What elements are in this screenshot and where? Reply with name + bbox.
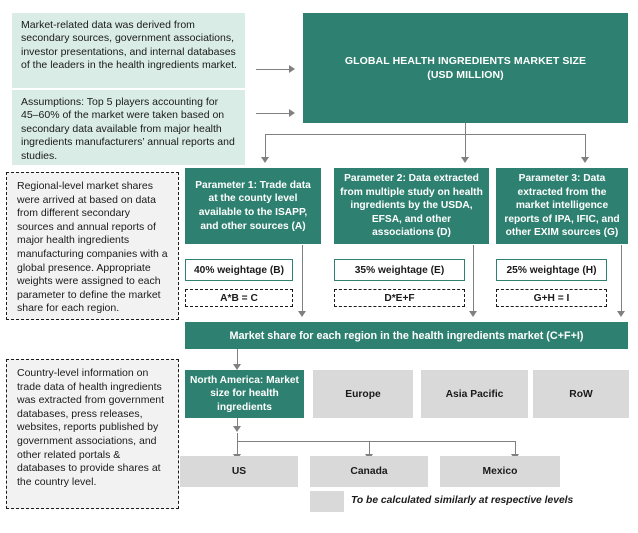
- parameter-3-formula: G+H = I: [496, 289, 607, 307]
- global-market-size-box: GLOBAL HEALTH INGREDIENTS MARKET SIZE (U…: [303, 13, 628, 123]
- region-north-america: North America: Market size for health in…: [185, 370, 304, 418]
- connector-title-stem: [465, 123, 467, 135]
- connector-na-stem-a: [237, 418, 239, 428]
- arrowhead-na-stem: [233, 426, 241, 432]
- connector-title-drop-1: [265, 134, 267, 158]
- arrowhead-note1-to-title: [289, 65, 295, 73]
- connector-na-bus: [237, 441, 516, 443]
- parameter-1-weightage: 40% weightage (B): [185, 259, 293, 281]
- global-market-size-line1: GLOBAL HEALTH INGREDIENTS MARKET SIZE: [344, 55, 587, 67]
- region-row: RoW: [533, 370, 629, 418]
- parameter-1-box: Parameter 1: Trade data at the county le…: [185, 168, 321, 244]
- connector-title-drop-3: [585, 134, 587, 158]
- global-market-size-line2: (USD MILLION): [427, 69, 504, 81]
- connector-note1-to-title: [256, 69, 290, 71]
- connector-country-drop-us: [237, 441, 239, 456]
- connector-title-bus: [265, 134, 586, 136]
- country-canada: Canada: [310, 456, 428, 487]
- note-secondary-sources: Market-related data was derived from sec…: [12, 13, 245, 88]
- country-us: US: [180, 456, 298, 487]
- note-assumptions: Assumptions: Top 5 players accounting fo…: [12, 90, 245, 165]
- connector-param1-to-banner: [302, 245, 304, 313]
- parameter-2-formula: D*E+F: [334, 289, 465, 307]
- country-mexico: Mexico: [440, 456, 560, 487]
- arrowhead-banner-to-north-america: [233, 364, 241, 370]
- parameter-1-formula: A*B = C: [185, 289, 293, 307]
- parameter-3-box: Parameter 3: Data extracted from the mar…: [496, 168, 628, 244]
- connector-title-drop-2: [465, 134, 467, 158]
- connector-param3-to-banner: [621, 245, 623, 313]
- arrowhead-note2-to-title: [289, 109, 295, 117]
- connector-param2-to-banner: [473, 245, 475, 313]
- arrowhead-to-parameter-2: [461, 157, 469, 163]
- arrowhead-to-parameter-1: [261, 157, 269, 163]
- legend-label: To be calculated similarly at respective…: [351, 495, 574, 506]
- arrowhead-param1-to-banner: [298, 311, 306, 317]
- region-asia-pacific: Asia Pacific: [421, 370, 528, 418]
- arrowhead-param2-to-banner: [469, 311, 477, 317]
- connector-country-drop-mexico: [515, 441, 517, 456]
- note-country-level: Country-level information on trade data …: [6, 359, 179, 509]
- connector-country-drop-canada: [369, 441, 371, 456]
- note-regional-level: Regional-level market shares were arrive…: [6, 172, 179, 320]
- legend-swatch: [310, 491, 344, 512]
- parameter-2-box: Parameter 2: Data extracted from multipl…: [334, 168, 489, 244]
- connector-na-stem-b: [237, 433, 239, 442]
- parameter-2-weightage: 35% weightage (E): [334, 259, 465, 281]
- region-europe: Europe: [313, 370, 413, 418]
- parameter-3-weightage: 25% weightage (H): [496, 259, 607, 281]
- arrowhead-to-parameter-3: [581, 157, 589, 163]
- market-share-banner: Market share for each region in the heal…: [185, 322, 628, 349]
- connector-note2-to-title: [256, 113, 290, 115]
- arrowhead-param3-to-banner: [617, 311, 625, 317]
- connector-banner-to-north-america: [237, 349, 239, 366]
